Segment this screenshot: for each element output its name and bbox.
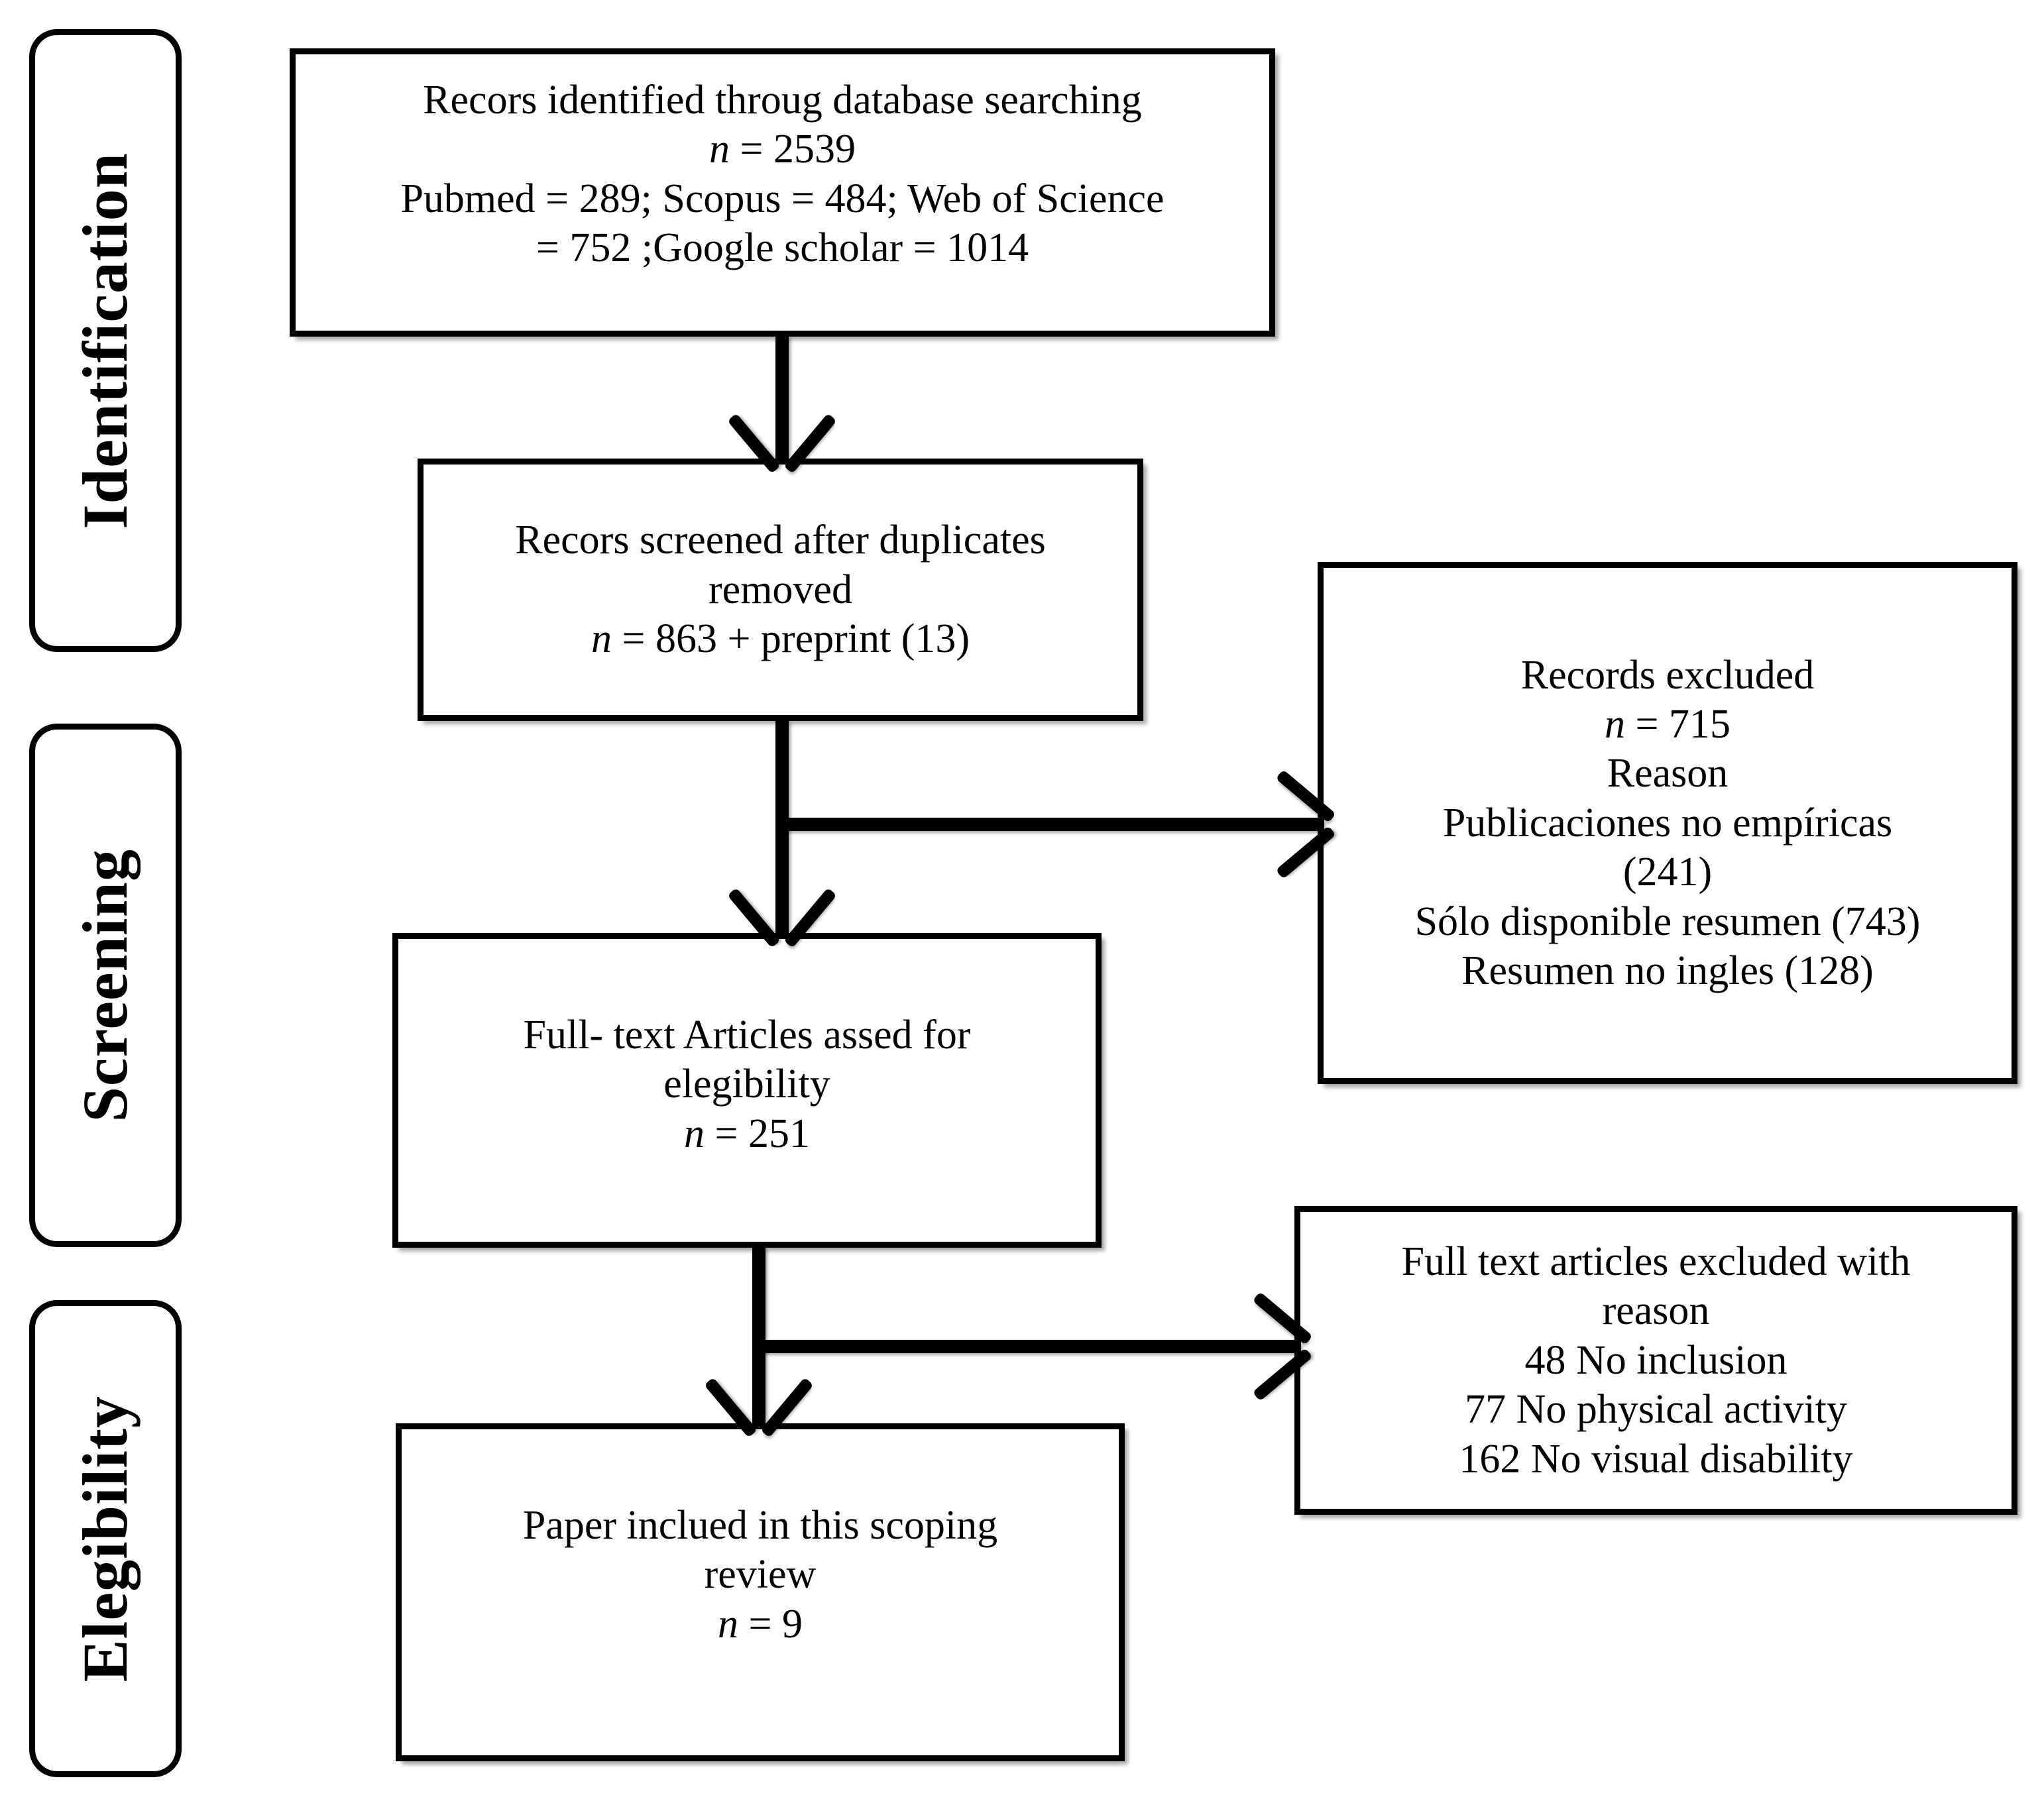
box-fulltext-assessed: Full- text Articles assed for elegibilit… xyxy=(392,933,1102,1248)
box-records-identified: Recors identified throug database search… xyxy=(290,48,1275,337)
box-records-screened-text: Recors screened after duplicates removed… xyxy=(515,518,1046,662)
stage-label-screening: Screening xyxy=(70,848,141,1122)
connector-fulltext-to-included-stem xyxy=(752,1246,766,1426)
box-fulltext-excluded-text: Full text articles excluded with reason … xyxy=(1401,1239,1911,1482)
box-fulltext-excluded: Full text articles excluded with reason … xyxy=(1294,1206,2017,1515)
connector-screened-to-records-excluded-stem xyxy=(775,818,1324,831)
stage-pill-identification: Identification xyxy=(29,29,182,652)
stage-label-elegibility: Elegibility xyxy=(70,1395,141,1682)
box-records-screened: Recors screened after duplicates removed… xyxy=(418,459,1143,721)
box-papers-included-text: Paper inclued in this scoping review n =… xyxy=(522,1503,998,1647)
stage-pill-screening: Screening xyxy=(29,724,182,1247)
connector-identified-to-screened-stem xyxy=(775,335,789,462)
box-records-identified-text: Recors identified throug database search… xyxy=(400,78,1164,271)
box-papers-included: Paper inclued in this scoping review n =… xyxy=(396,1423,1125,1761)
box-records-excluded-text: Records excluded n = 715 Reason Publicac… xyxy=(1414,652,1921,993)
stage-pill-elegibility: Elegibility xyxy=(29,1300,182,1777)
box-records-excluded: Records excluded n = 715 Reason Publicac… xyxy=(1318,562,2017,1084)
stage-label-identification: Identification xyxy=(70,152,141,529)
connector-fulltext-to-fulltext-excluded-stem xyxy=(752,1340,1301,1353)
box-fulltext-assessed-text: Full- text Articles assed for elegibilit… xyxy=(523,1012,971,1156)
